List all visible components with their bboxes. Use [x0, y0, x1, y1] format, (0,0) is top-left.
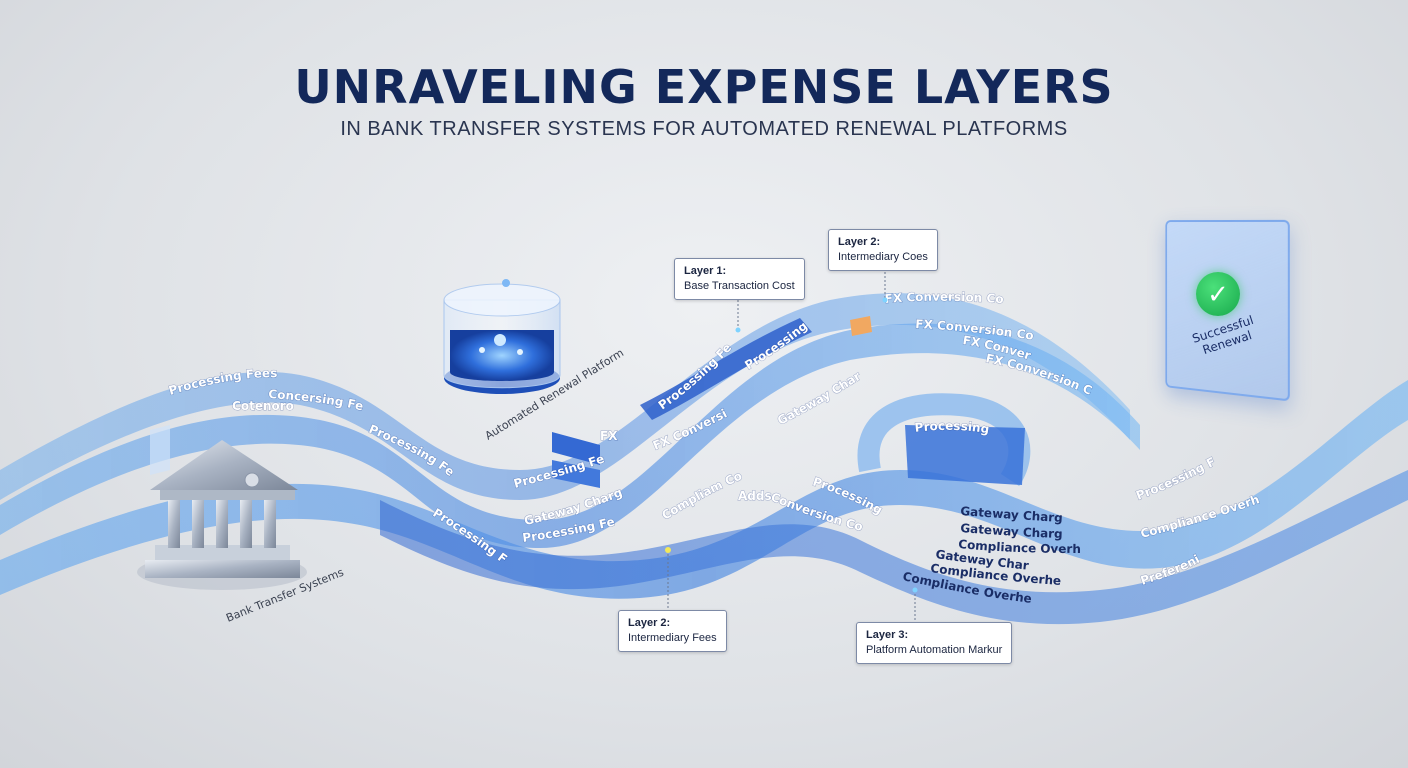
ribbon-label: Processing Fees [0, 0, 734, 412]
callout-layer-title: Layer 3: [866, 628, 1002, 643]
callout-layer-text: Intermediary Coes [838, 250, 928, 265]
callout-layer-text: Platform Automation Markur [866, 643, 1002, 658]
callout-layer-text: Intermediary Fees [628, 631, 717, 646]
callout-layer2-bottom: Layer 2: Intermediary Fees [618, 610, 727, 652]
ribbon-label: Adds [738, 489, 772, 503]
platform-cylinder-icon [444, 279, 560, 394]
ribbon-label: Processing Fees [0, 0, 810, 372]
callout-layer2-top: Layer 2: Intermediary Coes [828, 229, 938, 271]
callout-layer-title: Layer 2: [838, 235, 928, 250]
ribbon-label: Concersing Fees [0, 0, 365, 413]
callout-layer-title: Layer 1: [684, 264, 795, 279]
ribbon-label: Compliance Overheads [0, 0, 1261, 541]
ribbon-label: Cotenorord [0, 0, 294, 413]
check-icon: ✓ [1196, 272, 1240, 316]
ribbon-label: Processing Fees [0, 0, 457, 479]
callout-layer-text: Base Transaction Cost [684, 279, 795, 294]
callout-layer-title: Layer 2: [628, 616, 717, 631]
callout-layer3: Layer 3: Platform Automation Markur [856, 622, 1012, 664]
callout-layer1: Layer 1: Base Transaction Cost [674, 258, 805, 300]
ribbon-label: FX Conversion [0, 0, 729, 453]
ribbon-label: FX [600, 429, 618, 443]
